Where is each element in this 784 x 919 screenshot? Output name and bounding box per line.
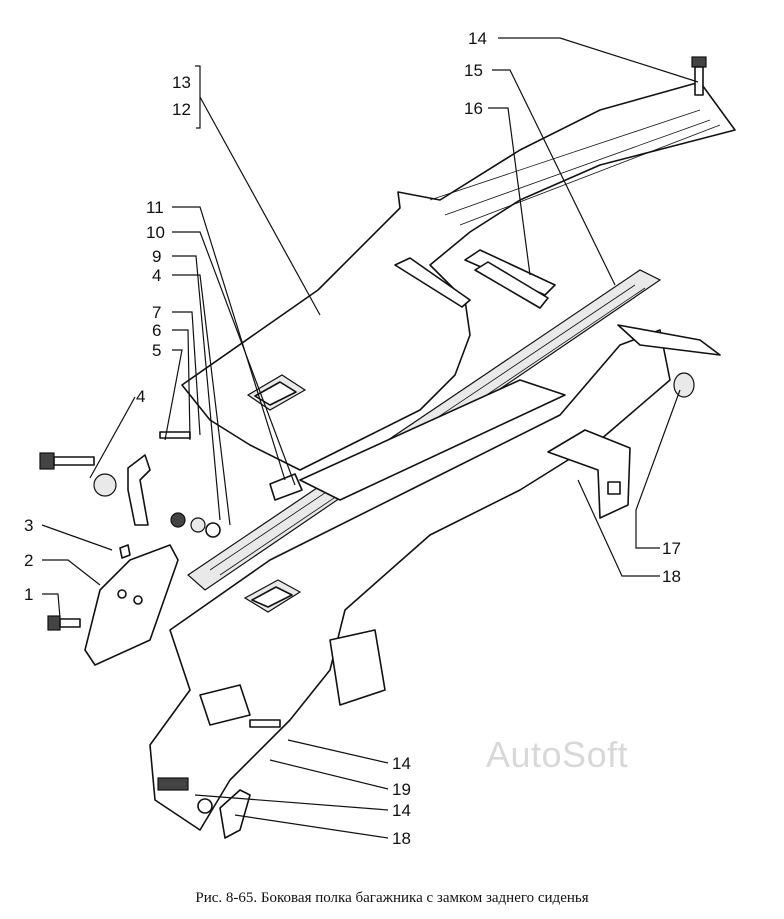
callout-15: 15 bbox=[464, 61, 483, 80]
callout-11: 11 bbox=[146, 198, 164, 217]
callout-17: 17 bbox=[662, 539, 681, 558]
left-fasteners bbox=[39, 431, 303, 666]
callout-7: 7 bbox=[152, 303, 161, 322]
callout-19: 19 bbox=[392, 780, 411, 799]
callout-14-top: 14 bbox=[468, 29, 487, 48]
figure-caption: Рис. 8-65. Боковая полка багажника с зам… bbox=[195, 890, 589, 906]
lock-bracket-right bbox=[547, 324, 721, 519]
shelf-upper-panel bbox=[181, 81, 736, 471]
watermark: AutoSoft bbox=[486, 734, 629, 775]
callout-12: 12 bbox=[172, 100, 191, 119]
callout-2: 2 bbox=[24, 551, 33, 570]
callout-9: 9 bbox=[152, 247, 161, 266]
callout-14-bottom: 14 bbox=[392, 801, 411, 820]
callout-4-upper: 4 bbox=[152, 266, 161, 285]
callout-1: 1 bbox=[24, 585, 33, 604]
shelf-lower-body bbox=[149, 329, 671, 831]
callout-5: 5 bbox=[152, 341, 161, 360]
callout-labels: 14 15 13 12 16 11 10 9 4 7 6 5 4 3 2 1 1… bbox=[24, 29, 681, 848]
callout-18-bottom: 18 bbox=[392, 829, 411, 848]
callout-16: 16 bbox=[464, 99, 483, 118]
callout-18-right: 18 bbox=[662, 567, 681, 586]
callout-6: 6 bbox=[152, 321, 161, 340]
exploded-parts-diagram: 14 15 13 12 16 11 10 9 4 7 6 5 4 3 2 1 1… bbox=[24, 29, 736, 848]
leader-lines bbox=[41, 37, 699, 839]
callout-4-bolt: 4 bbox=[136, 387, 145, 406]
callout-14-lower: 14 bbox=[392, 754, 411, 773]
lower-fasteners bbox=[157, 719, 281, 839]
callout-3: 3 bbox=[24, 516, 33, 535]
callout-13: 13 bbox=[172, 73, 191, 92]
callout-10: 10 bbox=[146, 223, 165, 242]
